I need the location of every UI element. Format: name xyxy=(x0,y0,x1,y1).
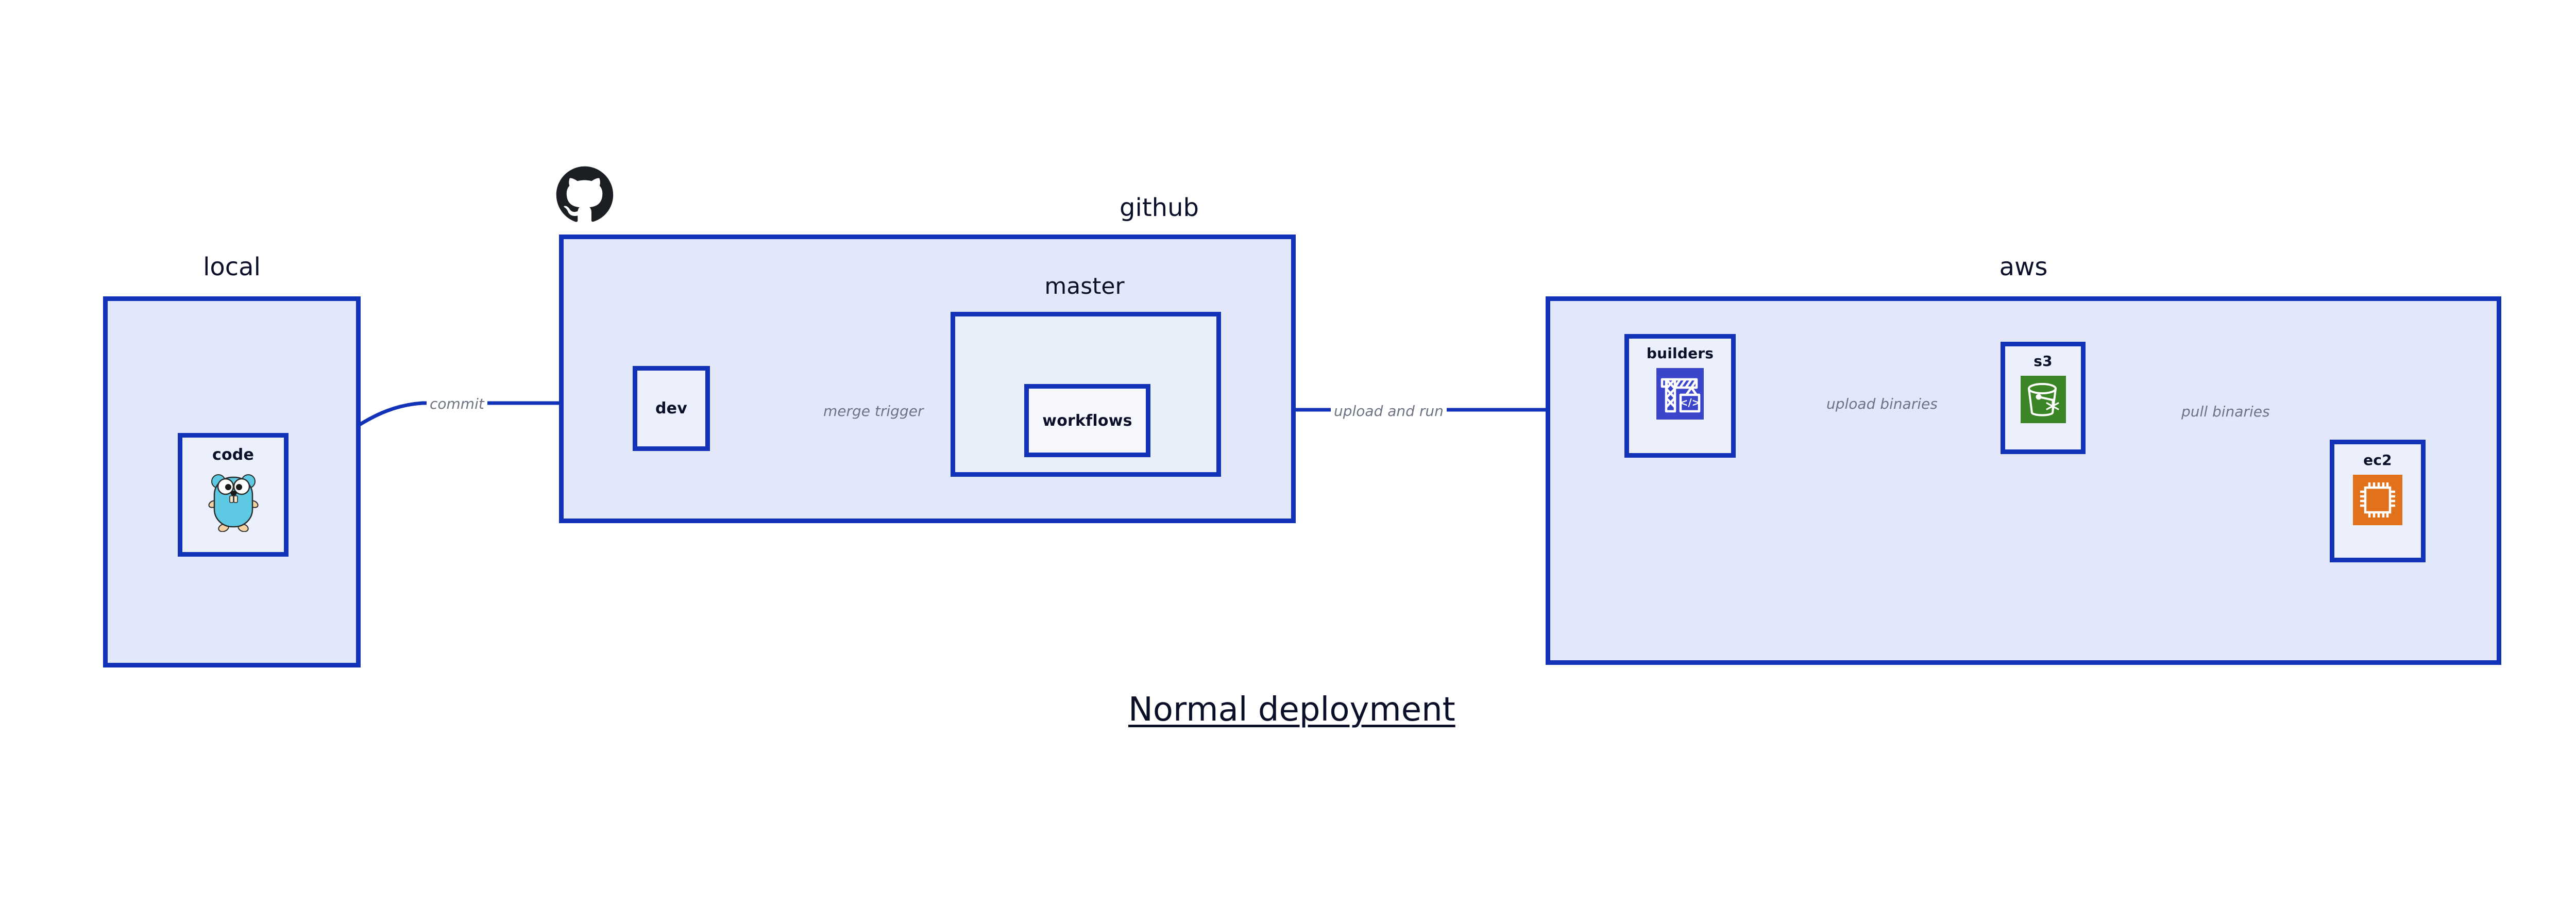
cluster-title-master: master xyxy=(1044,273,1125,299)
edge-label-upload-binaries: upload binaries xyxy=(1823,396,1941,412)
go-gopher-icon xyxy=(205,469,262,532)
cluster-title-local: local xyxy=(203,253,261,281)
node-ec2-label: ec2 xyxy=(2363,452,2392,469)
node-code[interactable]: code xyxy=(178,433,289,557)
node-s3[interactable]: s3 xyxy=(2001,342,2086,454)
svg-text:</>: </> xyxy=(1680,396,1701,409)
node-builders[interactable]: builders xyxy=(1624,334,1736,458)
edge-label-merge-trigger: merge trigger xyxy=(820,403,927,420)
github-octocat-icon xyxy=(554,164,616,226)
node-dev-label: dev xyxy=(655,399,687,417)
cluster-title-github: github xyxy=(1120,193,1199,222)
edge-label-commit: commit xyxy=(427,396,487,412)
diagram-caption: Normal deployment xyxy=(1128,691,1455,729)
aws-codebuild-icon: </> xyxy=(1656,368,1704,420)
node-s3-label: s3 xyxy=(2033,353,2053,370)
node-dev[interactable]: dev xyxy=(633,366,710,451)
node-builders-label: builders xyxy=(1646,345,1714,362)
node-ec2[interactable]: ec2 xyxy=(2330,440,2426,562)
node-code-label: code xyxy=(212,446,254,464)
cluster-title-aws: aws xyxy=(1999,253,2048,281)
aws-ec2-chip-icon xyxy=(2353,475,2402,525)
edge-label-upload-and-run: upload and run xyxy=(1331,403,1447,420)
edge-label-pull-binaries: pull binaries xyxy=(2178,404,2273,420)
node-workflows-label: workflows xyxy=(1042,411,1132,430)
aws-s3-bucket-icon xyxy=(2020,376,2066,423)
node-workflows[interactable]: workflows xyxy=(1024,384,1150,457)
